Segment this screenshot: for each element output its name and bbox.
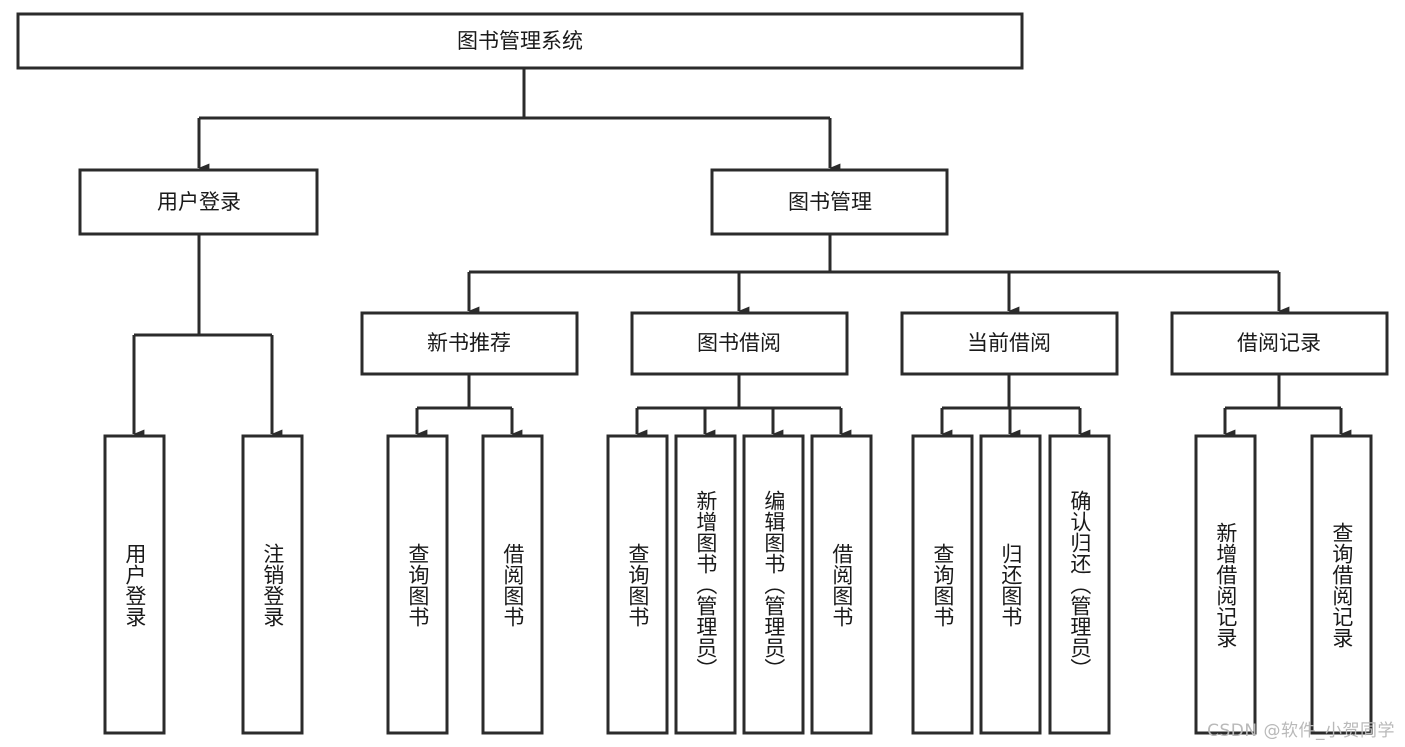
node-book-management-box[interactable]	[710, 168, 949, 236]
leaf-return-book-box[interactable]	[979, 434, 1042, 735]
leaf-borrow-book-borrow[interactable]: 借阅图书	[810, 434, 873, 735]
leaf-logout[interactable]: 注销登录	[241, 434, 304, 735]
leaf-borrow-book-newbook[interactable]: 借阅图书	[481, 434, 544, 735]
leaf-query-borrow-record[interactable]: 查询借阅记录	[1310, 434, 1373, 735]
leaf-add-borrow-record[interactable]: 新增借阅记录	[1194, 434, 1257, 735]
leaf-add-book-admin-box[interactable]	[674, 434, 737, 735]
leaf-user-login-box[interactable]	[103, 434, 166, 735]
connector-newbook-to-leaves	[415, 374, 523, 439]
node-current-borrow[interactable]: 当前借阅	[900, 311, 1119, 376]
node-book-borrow-box[interactable]	[630, 311, 849, 376]
node-current-borrow-box[interactable]	[900, 311, 1119, 376]
connector-userlogin-to-leaves	[132, 234, 283, 439]
leaf-query-book-borrow-label: 查询图书	[625, 542, 650, 627]
node-user-login-label: 用户登录	[157, 190, 241, 214]
node-book-borrow-label: 图书借阅	[697, 331, 781, 355]
leaf-confirm-return-admin[interactable]: 确认归还（管理员）	[1048, 434, 1111, 735]
node-borrow-record-label: 借阅记录	[1237, 331, 1321, 355]
leaf-add-book-admin-label: 新增图书（管理员）	[693, 490, 718, 679]
connector-borrow-to-leaves	[635, 374, 852, 439]
connector-current-to-leaves	[940, 374, 1091, 439]
node-book-borrow[interactable]: 图书借阅	[630, 311, 849, 376]
node-root[interactable]: 图书管理系统	[16, 12, 1024, 70]
leaf-add-book-admin[interactable]: 新增图书（管理员）	[674, 434, 737, 735]
leaf-query-book-current-label: 查询图书	[930, 542, 955, 627]
leaf-edit-book-admin[interactable]: 编辑图书（管理员）	[742, 434, 805, 735]
node-book-management[interactable]: 图书管理	[710, 168, 949, 236]
connector-bookmgmt-to-level3	[467, 234, 1290, 316]
node-new-book-recommend-box[interactable]	[360, 311, 579, 376]
leaf-query-borrow-record-label: 查询借阅记录	[1329, 521, 1354, 648]
leaf-logout-label: 注销登录	[260, 542, 285, 627]
node-current-borrow-label: 当前借阅	[967, 331, 1051, 355]
node-new-book-recommend-label: 新书推荐	[427, 331, 511, 355]
leaf-query-borrow-record-box[interactable]	[1310, 434, 1373, 735]
node-root-box[interactable]	[16, 12, 1024, 70]
leaf-add-borrow-record-label: 新增借阅记录	[1213, 521, 1238, 648]
leaf-confirm-return-admin-label: 确认归还（管理员）	[1067, 490, 1092, 679]
leaf-borrow-book-newbook-box[interactable]	[481, 434, 544, 735]
leaf-return-book[interactable]: 归还图书	[979, 434, 1042, 735]
node-book-management-label: 图书管理	[788, 190, 872, 214]
node-root-label: 图书管理系统	[457, 29, 583, 53]
leaf-query-book-current-box[interactable]	[911, 434, 974, 735]
leaf-borrow-book-newbook-label: 借阅图书	[500, 542, 525, 627]
leaf-logout-box[interactable]	[241, 434, 304, 735]
leaf-edit-book-admin-label: 编辑图书（管理员）	[761, 490, 786, 679]
connector-root-to-level2	[197, 68, 841, 173]
leaf-confirm-return-admin-box[interactable]	[1048, 434, 1111, 735]
leaf-borrow-book-borrow-box[interactable]	[810, 434, 873, 735]
leaf-user-login[interactable]: 用户登录	[103, 434, 166, 735]
leaf-query-book-borrow-box[interactable]	[606, 434, 669, 735]
node-borrow-record[interactable]: 借阅记录	[1170, 311, 1389, 376]
node-new-book-recommend[interactable]: 新书推荐	[360, 311, 579, 376]
leaf-edit-book-admin-box[interactable]	[742, 434, 805, 735]
leaf-user-login-label: 用户登录	[122, 542, 147, 627]
leaf-borrow-book-borrow-label: 借阅图书	[829, 542, 854, 627]
leaf-query-book-current[interactable]: 查询图书	[911, 434, 974, 735]
leaf-query-book-newbook-label: 查询图书	[405, 542, 430, 627]
leaf-query-book-newbook[interactable]: 查询图书	[386, 434, 449, 735]
leaf-return-book-label: 归还图书	[998, 542, 1023, 627]
connector-record-to-leaves	[1223, 374, 1352, 439]
node-borrow-record-box[interactable]	[1170, 311, 1389, 376]
node-user-login-box[interactable]	[78, 168, 319, 236]
leaf-add-borrow-record-box[interactable]	[1194, 434, 1257, 735]
leaf-query-book-borrow[interactable]: 查询图书	[606, 434, 669, 735]
node-user-login[interactable]: 用户登录	[78, 168, 319, 236]
leaf-query-book-newbook-box[interactable]	[386, 434, 449, 735]
